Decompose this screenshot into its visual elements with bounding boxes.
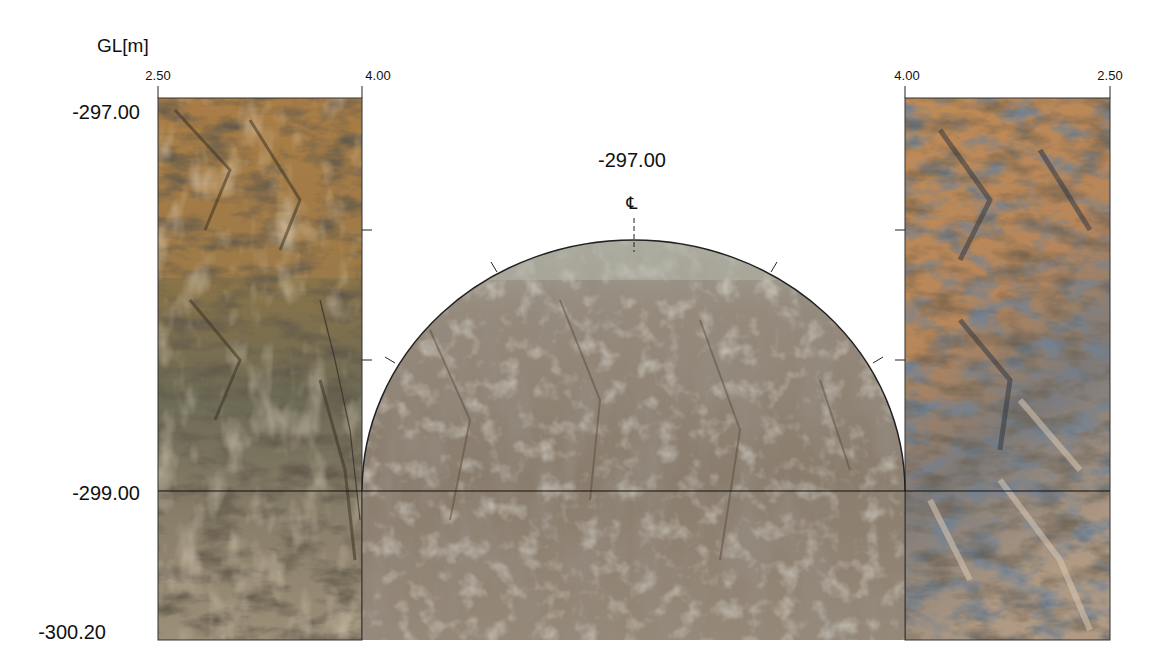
offset-dimension: 4.00 (365, 69, 390, 83)
axis-unit: GL[m] (97, 36, 149, 57)
depth-value: -299.00 (72, 482, 140, 504)
face-depth: -297.00 (598, 149, 666, 171)
left-wall-photo (158, 98, 362, 640)
centre-line-mark: ℄ (627, 195, 638, 214)
depth-value: -297.00 (72, 101, 140, 123)
offset-dimension: 4.00 (894, 69, 919, 83)
centre-line (634, 218, 635, 252)
right-wall-photo (905, 98, 1110, 640)
dimension-ticks (158, 86, 1110, 363)
arch-outline (362, 240, 905, 491)
face-photo (362, 230, 905, 640)
offset-dimension: 2.50 (1097, 69, 1122, 83)
depth-value: -300.20 (38, 621, 106, 643)
offset-dimension: 2.50 (145, 69, 170, 83)
level-line (158, 490, 1110, 491)
